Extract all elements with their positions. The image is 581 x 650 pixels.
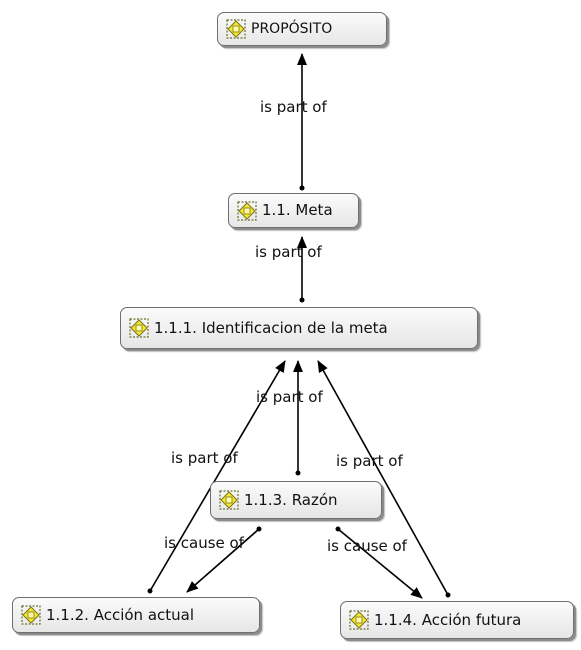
node-label: PROPÓSITO (251, 21, 333, 37)
edge-razon-accion-futura[interactable] (337, 528, 423, 599)
node-label: 1.1.2. Acción actual (46, 605, 195, 624)
node-accion-futura[interactable]: 1.1.4. Acción futura (340, 601, 574, 639)
edge-razon-accion-actual-tail (256, 526, 262, 532)
edge-razon-accion-actual[interactable] (186, 528, 260, 593)
quotation-node-icon (349, 610, 369, 630)
node-label: 1.1.4. Acción futura (374, 610, 522, 629)
edge-label-razon-accion-actual: is cause of (164, 534, 244, 552)
edge-label-identificacion-meta: is part of (255, 243, 322, 261)
edge-label-razon-identificacion: is part of (256, 388, 323, 406)
node-proposito[interactable]: PROPÓSITO (217, 12, 387, 46)
node-accion-actual[interactable]: 1.1.2. Acción actual (12, 597, 260, 633)
node-label: 1.1.3. Razón (244, 490, 338, 509)
node-label: 1.1.1. Identificacion de la meta (154, 318, 388, 337)
node-label: 1.1. Meta (262, 201, 333, 219)
quotation-node-icon (129, 318, 149, 338)
edge-accion-futura-identificacion-tail (445, 592, 451, 598)
edge-razon-accion-futura-tail (335, 526, 341, 532)
node-meta[interactable]: 1.1. Meta (228, 193, 359, 228)
quotation-node-icon (219, 490, 239, 510)
edge-razon-identificacion-tail (295, 470, 301, 476)
edge-label-razon-accion-futura: is cause of (327, 537, 407, 555)
edge-accion-futura-identificacion[interactable] (317, 360, 449, 596)
quotation-node-icon (21, 605, 41, 625)
edge-label-accion-futura-identificacion: is part of (336, 452, 403, 470)
edge-accion-actual-identificacion-tail (147, 588, 153, 594)
edge-meta-proposito-tail (299, 185, 305, 191)
quotation-node-icon (237, 200, 257, 221)
edge-label-meta-proposito: is part of (260, 98, 327, 116)
node-identificacion[interactable]: 1.1.1. Identificacion de la meta (120, 307, 478, 349)
node-razon[interactable]: 1.1.3. Razón (210, 481, 382, 519)
edge-label-accion-actual-identificacion: is part of (171, 449, 238, 467)
quotation-node-icon (226, 19, 246, 39)
edge-accion-actual-identificacion[interactable] (149, 360, 286, 592)
edge-identificacion-meta-tail (299, 297, 305, 303)
